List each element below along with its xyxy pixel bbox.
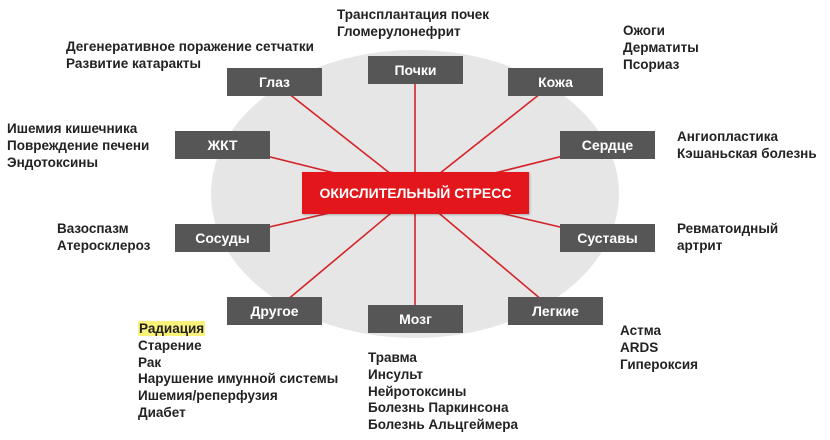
notes-lungs: Астма ARDS Гипероксия (620, 323, 698, 373)
note-item: Гломерулонефрит (337, 23, 461, 39)
organ-box-kidneys: Почки (368, 56, 463, 84)
organ-box-gi: ЖКТ (175, 131, 270, 159)
note-item: Развитие катаракты (66, 55, 202, 71)
organ-box-other: Другое (227, 297, 322, 325)
note-item: Травма (368, 350, 417, 365)
organ-box-vessels: Сосуды (175, 224, 270, 252)
note-item: Ишемия/реперфузия (138, 388, 278, 404)
note-item: ARDS (620, 339, 659, 355)
note-item: Рак (138, 354, 162, 370)
note-item: Ишемия кишечника (7, 121, 138, 136)
note-item: Атеросклероз (57, 237, 151, 253)
note-item: Гипероксия (620, 356, 699, 372)
notes-gi: Ишемия кишечника Повреждение печени Эндо… (7, 121, 149, 171)
notes-heart: Ангиопластика Кэшаньская болезнь (677, 129, 817, 163)
note-item: артрит (677, 237, 723, 253)
notes-skin: Ожоги Дерматиты Псориаз (623, 23, 699, 73)
note-item-highlighted: Радиация (138, 321, 338, 338)
notes-kidneys: Трансплантация почек Гломерулонефрит (337, 7, 489, 41)
note-item: Старение (138, 337, 202, 353)
notes-joints: Ревматоидный артрит (677, 221, 778, 255)
organ-box-skin: Кожа (508, 68, 603, 96)
organ-box-lungs: Легкие (508, 297, 603, 325)
organ-box-brain: Мозг (368, 305, 463, 333)
note-item: Болезнь Паркинсона (368, 400, 509, 416)
note-item: Ожоги (623, 23, 665, 38)
note-item: Дерматиты (623, 39, 699, 55)
notes-other: Радиация Старение Рак Нарушение имунной … (138, 321, 338, 422)
notes-brain: Травма Инсульт Нейротоксины Болезнь Парк… (368, 350, 518, 434)
note-item: Кэшаньская болезнь (677, 145, 817, 161)
note-item: Трансплантация почек (337, 7, 490, 22)
highlight-marker: Радиация (138, 321, 206, 336)
note-item: Эндотоксины (7, 154, 98, 170)
note-item: Нейротоксины (368, 383, 467, 399)
note-item: Ревматоидный (677, 221, 779, 236)
note-item: Инсульт (368, 366, 423, 382)
note-item: Вазоспазм (57, 221, 129, 236)
note-item: Дегенеративное поражение сетчатки (66, 39, 314, 54)
organ-box-joints: Суставы (560, 224, 655, 252)
note-item: Повреждение печени (7, 137, 150, 153)
note-item: Диабет (138, 404, 186, 420)
note-item: Нарушение имунной системы (138, 371, 339, 387)
note-item: Ангиопластика (677, 129, 778, 144)
organ-box-heart: Сердце (560, 131, 655, 159)
center-box-oxidative-stress: ОКИСЛИТЕЛЬНЫЙ СТРЕСС (302, 172, 529, 214)
note-item: Астма (620, 323, 662, 338)
note-item: Псориаз (623, 56, 680, 72)
notes-eye: Дегенеративное поражение сетчатки Развит… (66, 39, 314, 73)
notes-vessels: Вазоспазм Атеросклероз (57, 221, 150, 255)
note-item: Болезнь Альцгеймера (368, 417, 519, 433)
organ-box-eye: Глаз (227, 68, 322, 96)
